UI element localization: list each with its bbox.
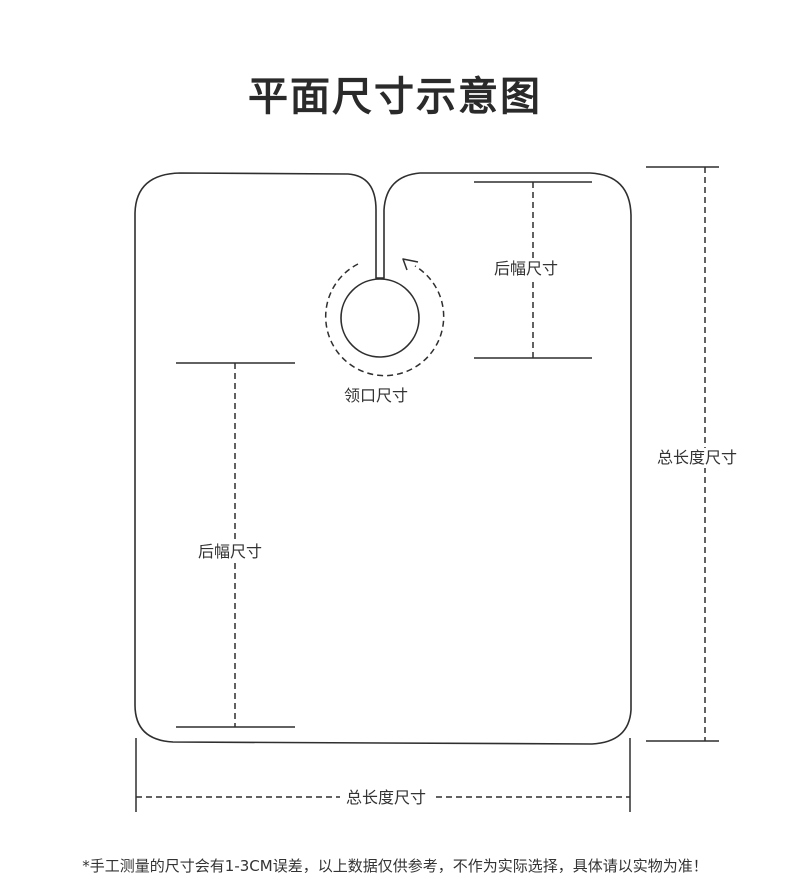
neck-size-label: 领口尺寸 bbox=[344, 386, 409, 406]
width-top-label: 后幅尺寸 bbox=[494, 259, 559, 279]
neck-measure-arc bbox=[324, 263, 445, 377]
length-right-label: 总长度尺寸 bbox=[657, 448, 738, 468]
neck-arrow-head bbox=[402, 258, 419, 271]
page-title: 平面尺寸示意图 bbox=[248, 74, 542, 120]
width-left-label: 后幅尺寸 bbox=[198, 542, 263, 562]
neck-hole bbox=[340, 278, 420, 358]
cape-outline bbox=[134, 172, 632, 745]
disclaimer-footnote: *手工测量的尺寸会有1-3CM误差，以上数据仅供参考，不作为实际选择，具体请以实… bbox=[82, 857, 708, 875]
length-bottom-label: 总长度尺寸 bbox=[340, 788, 433, 808]
